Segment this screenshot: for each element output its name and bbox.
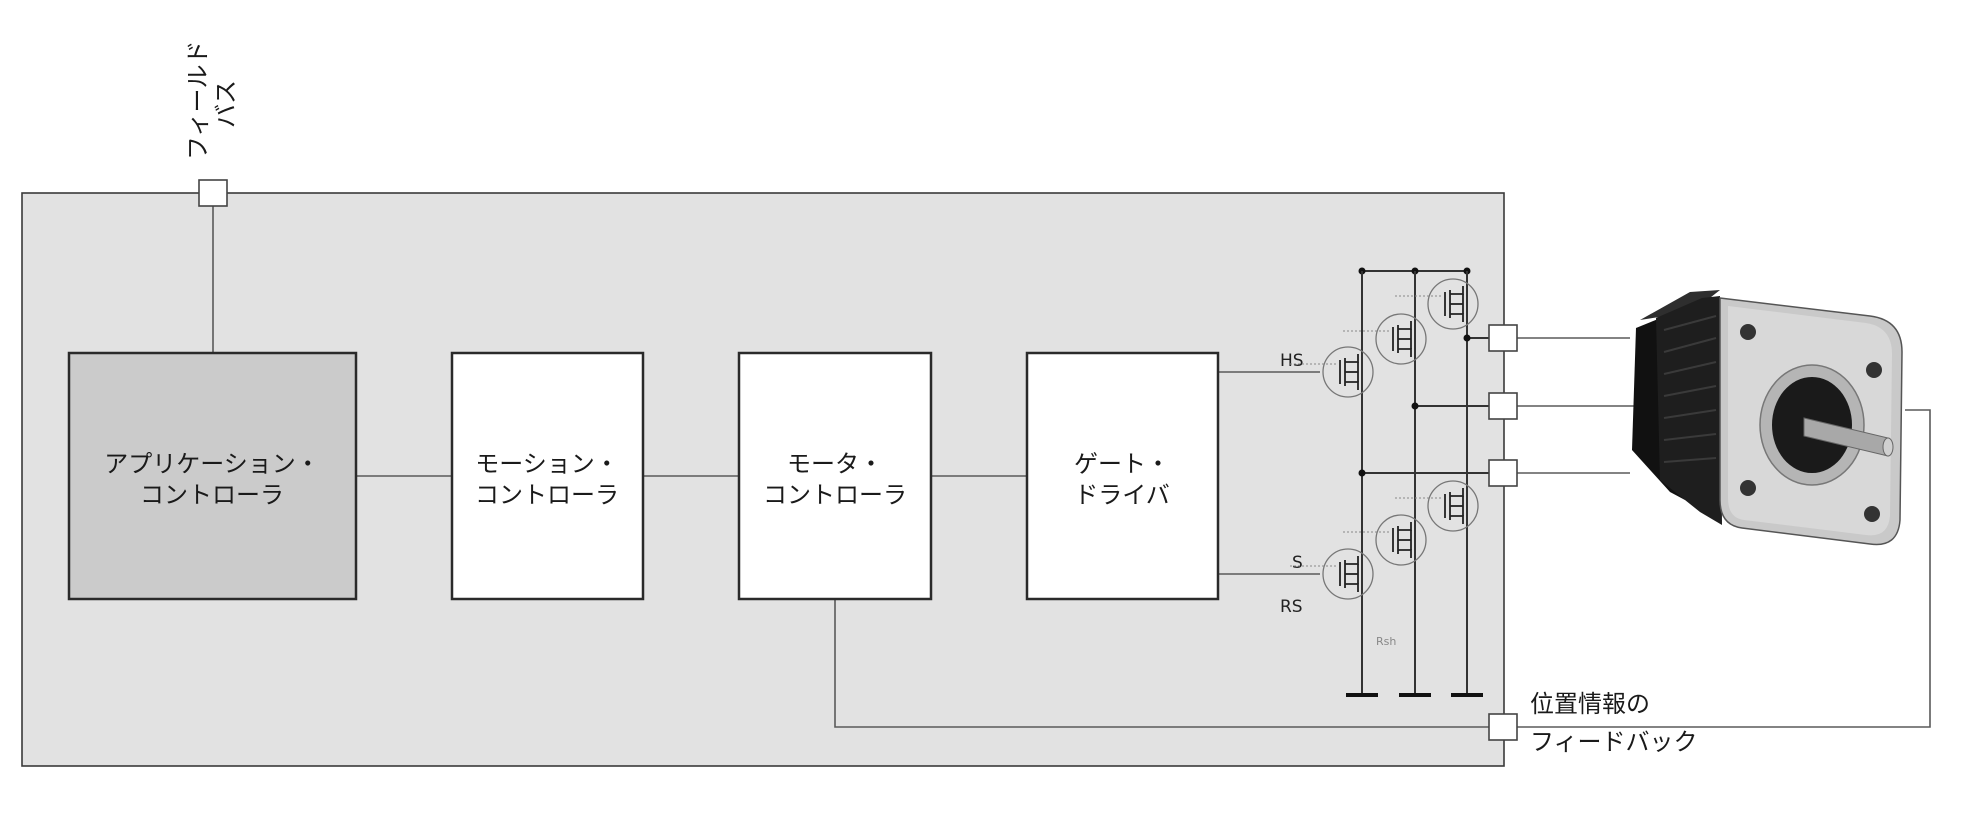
- fieldbus-label-line2: バス: [212, 80, 240, 128]
- mosfet-high-b: [1343, 313, 1427, 365]
- signal-rs-label: RS: [1280, 597, 1303, 617]
- mosfet-low-b: [1343, 514, 1427, 566]
- mosfet-high-c: [1395, 278, 1479, 330]
- feedback-label-line1: 位置情報の: [1530, 690, 1650, 718]
- fieldbus-label: フィールド バス: [184, 40, 240, 160]
- motion-controller-line2: コントローラ: [475, 481, 619, 509]
- gate-driver-line1: ゲート・: [1074, 450, 1170, 478]
- mosfet-high-a: [1290, 346, 1374, 398]
- phase-port-2: [1488, 392, 1518, 420]
- feedback-port: [1488, 713, 1518, 741]
- motor-controller-line1: モータ・: [787, 450, 883, 478]
- inverter-bridge: [1346, 267, 1489, 697]
- mosfet-low-c: [1395, 480, 1479, 532]
- mosfet-low-a: [1290, 548, 1374, 600]
- application-controller-line2: コントローラ: [140, 481, 284, 509]
- motor-controller-block: モータ・ コントローラ: [737, 351, 933, 601]
- feedback-sensor-wire: [1517, 409, 1931, 728]
- signal-s-label: S: [1292, 553, 1303, 573]
- phase-port-1: [1488, 324, 1518, 352]
- fieldbus-port: [198, 179, 228, 207]
- phase-port-3: [1488, 459, 1518, 487]
- application-controller-line1: アプリケーション・: [104, 450, 320, 478]
- motion-controller-block: モーション・ コントローラ: [450, 351, 645, 601]
- motor-controller-line2: コントローラ: [763, 481, 907, 509]
- stepper-motor-image: [1632, 290, 1903, 546]
- signal-hs-label: HS: [1280, 351, 1304, 371]
- gate-driver-block: ゲート・ ドライバ: [1025, 351, 1220, 601]
- gate-driver-line2: ドライバ: [1074, 481, 1170, 509]
- application-controller-block: アプリケーション・ コントローラ: [67, 351, 358, 601]
- fieldbus-label-line1: フィールド: [184, 40, 212, 160]
- motion-controller-line1: モーション・: [475, 450, 619, 478]
- feedback-label-line2: フィードバック: [1530, 728, 1698, 756]
- shunt-resistor-label: Rsh: [1376, 635, 1396, 648]
- wire-feedback: [834, 600, 1489, 728]
